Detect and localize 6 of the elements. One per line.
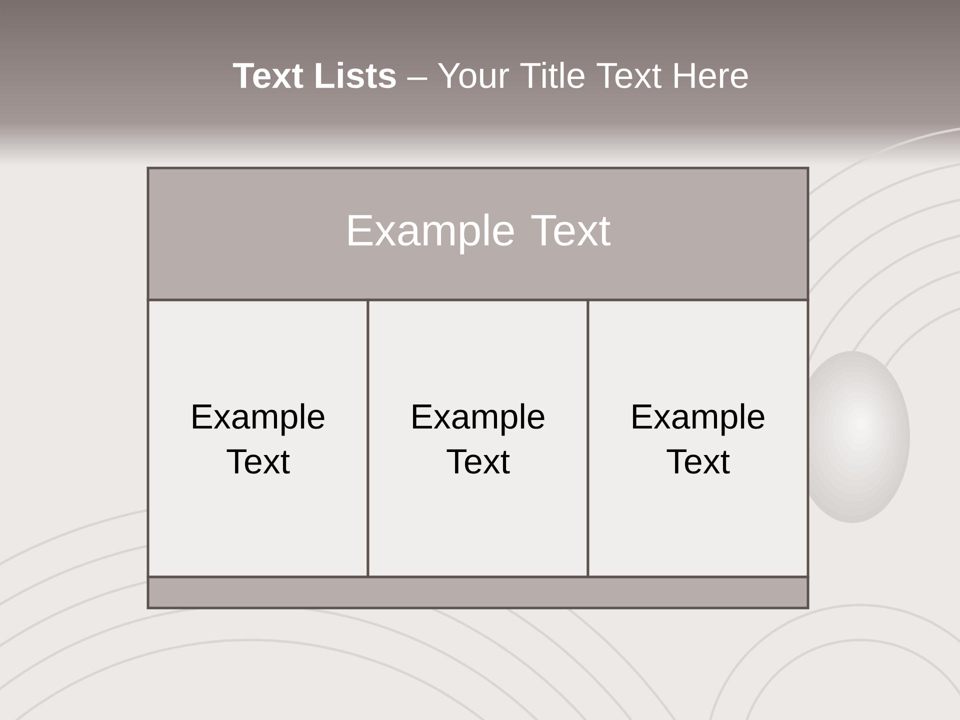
table-cell: Example Text [586, 298, 810, 578]
slide-title: Text Lists – Your Title Text Here [232, 62, 748, 88]
table-cell: Example Text [146, 298, 370, 578]
table-cell: Example Text [366, 298, 590, 578]
footer-bar [146, 576, 810, 610]
header-cell: Example Text [146, 166, 810, 302]
